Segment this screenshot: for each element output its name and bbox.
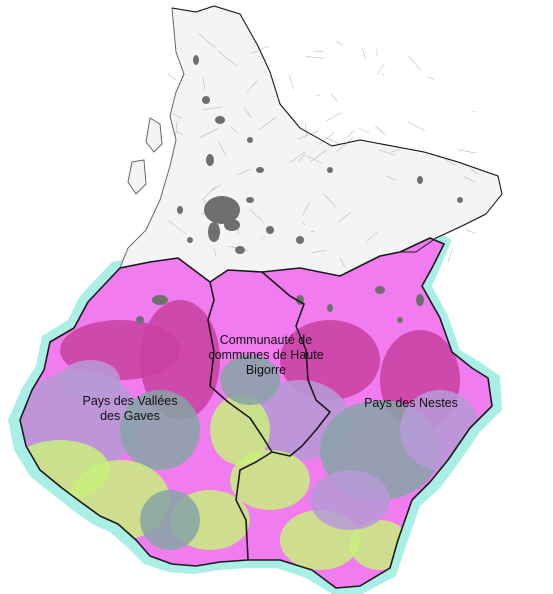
department-outline (171, 5, 503, 253)
urban-areas (136, 55, 463, 324)
urban-patch (177, 206, 183, 214)
relief-patch (140, 490, 200, 550)
urban-patch (152, 295, 168, 305)
urban-patch (266, 226, 274, 234)
urban-patch (296, 236, 304, 244)
urban-patch (375, 286, 385, 294)
label-pays-vallees-des-gaves: Pays des Vallées des Gaves (82, 394, 178, 423)
relief-patch (230, 450, 310, 510)
urban-patch (327, 167, 333, 173)
urban-patch (202, 96, 210, 104)
urban-patch (327, 304, 333, 312)
label-haute-bigorre: Communauté de communes de Haute Bigorre (208, 333, 324, 377)
relief-patch (220, 355, 280, 405)
relief-patch (310, 470, 390, 530)
urban-patch (208, 222, 220, 242)
urban-patch (136, 316, 144, 324)
urban-patch (224, 219, 240, 231)
relief-patch (60, 360, 120, 400)
urban-patch (397, 317, 403, 323)
urban-patch (206, 154, 214, 166)
relief-patch (210, 395, 270, 465)
urban-patch (235, 246, 245, 254)
urban-patch (204, 196, 240, 224)
relief-patch (120, 390, 200, 470)
pays-boundaries (19, 237, 493, 589)
urban-patch (246, 197, 254, 203)
urban-patch (193, 55, 199, 65)
urban-patch (416, 294, 424, 306)
urban-patch (417, 176, 423, 184)
relief-patch (280, 320, 380, 400)
urban-patch (247, 137, 253, 143)
label-pays-des-nestes: Pays des Nestes (364, 396, 458, 410)
urban-patch (215, 116, 225, 124)
urban-patch (187, 237, 193, 243)
urban-patch (457, 197, 463, 203)
urban-patch (256, 167, 264, 173)
